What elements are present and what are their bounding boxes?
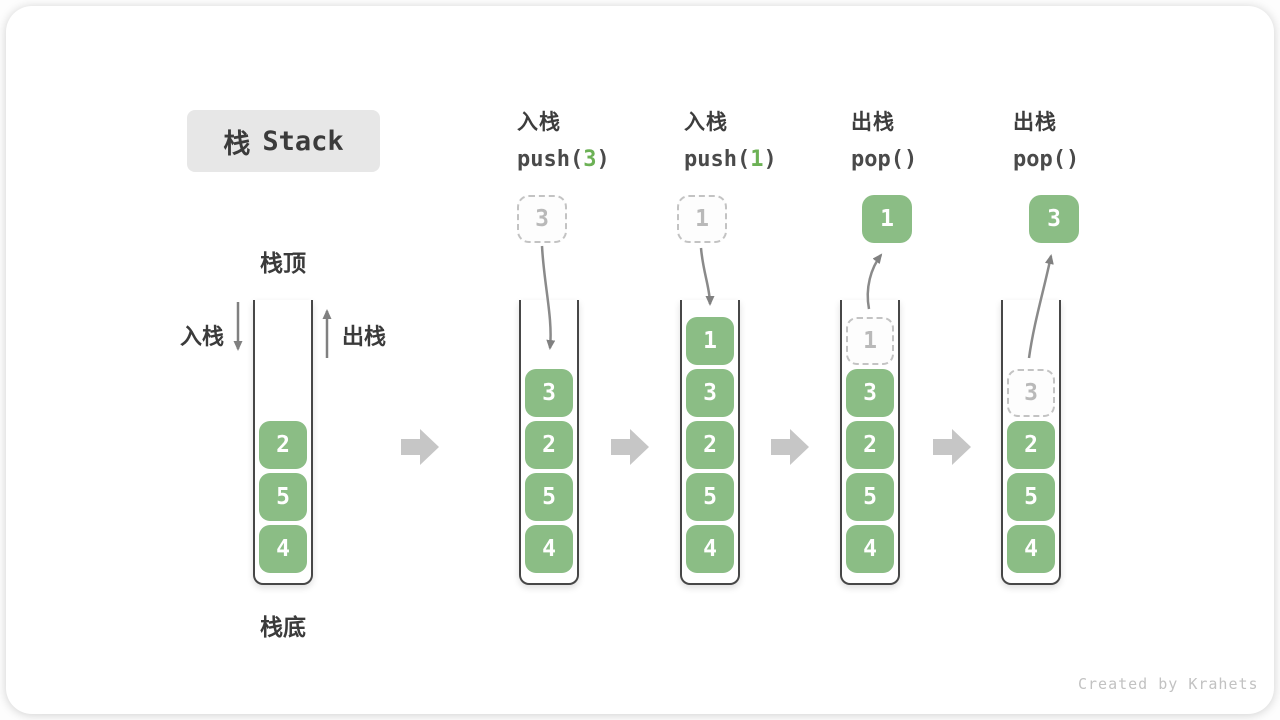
code-text: ) xyxy=(903,147,918,172)
stack-cell: 5 xyxy=(686,473,734,521)
incoming-element-box: 1 xyxy=(677,195,727,243)
operation-code: push(1) xyxy=(684,147,777,172)
stack-cell-ghost: 3 xyxy=(1007,369,1055,417)
code-text: pop( xyxy=(1013,147,1066,172)
pop-side-label: 出栈 xyxy=(342,325,387,350)
stack-container-initial: 2 5 4 xyxy=(253,300,313,585)
operation-name: 入栈 xyxy=(684,110,728,134)
stack-cell: 5 xyxy=(525,473,573,521)
stack-container-after-pop-2: 3 2 5 4 xyxy=(1001,300,1061,585)
stack-bottom-label: 栈底 xyxy=(260,615,306,641)
title-zh: 栈 xyxy=(223,128,251,160)
stack-container-after-push-1: 1 3 2 5 4 xyxy=(680,300,740,585)
stack-cell: 5 xyxy=(1007,473,1055,521)
stack-cell: 5 xyxy=(259,473,307,521)
code-arg: 1 xyxy=(750,147,764,172)
operation-name: 出栈 xyxy=(1013,110,1057,134)
operation-label-push-1: 入栈 push(1) xyxy=(684,106,777,172)
diagram-title: 栈 Stack xyxy=(187,110,380,172)
incoming-element-box: 3 xyxy=(517,195,567,243)
operation-name: 出栈 xyxy=(851,110,895,134)
push-side-label: 入栈 xyxy=(180,325,225,350)
code-text: ) xyxy=(1065,147,1080,172)
code-text: push( xyxy=(517,147,584,172)
stack-container-after-pop-1: 1 3 2 5 4 xyxy=(840,300,900,585)
operation-label-push-3: 入栈 push(3) xyxy=(517,106,610,172)
operation-code: push(3) xyxy=(517,147,610,172)
watermark-credit: Created by Krahets xyxy=(1078,675,1259,693)
code-text: push( xyxy=(684,147,751,172)
operation-code: pop() xyxy=(851,147,917,172)
stack-cell: 2 xyxy=(686,421,734,469)
stack-cell: 4 xyxy=(259,525,307,573)
stack-cell: 2 xyxy=(259,421,307,469)
popped-element-box: 1 xyxy=(862,195,912,243)
operation-name: 入栈 xyxy=(517,110,561,134)
stack-cell: 4 xyxy=(846,525,894,573)
stack-cell: 1 xyxy=(686,317,734,365)
code-text: pop( xyxy=(851,147,904,172)
stack-cell: 3 xyxy=(686,369,734,417)
stack-cell: 4 xyxy=(525,525,573,573)
stack-cell-ghost: 1 xyxy=(846,317,894,365)
operation-label-pop-2: 出栈 pop() xyxy=(1013,106,1079,172)
stack-cell: 4 xyxy=(1007,525,1055,573)
code-arg: 3 xyxy=(583,147,597,172)
stack-cell: 2 xyxy=(525,421,573,469)
popped-element-box: 3 xyxy=(1029,195,1079,243)
stack-cell: 3 xyxy=(525,369,573,417)
operation-label-pop-1: 出栈 pop() xyxy=(851,106,917,172)
title-en: Stack xyxy=(262,125,344,157)
stack-cell: 4 xyxy=(686,525,734,573)
stack-cell: 2 xyxy=(1007,421,1055,469)
code-text: ) xyxy=(763,147,777,172)
stack-cell: 3 xyxy=(846,369,894,417)
stack-top-label: 栈顶 xyxy=(260,251,306,277)
code-text: ) xyxy=(596,147,610,172)
stack-cell: 2 xyxy=(846,421,894,469)
stack-cell: 5 xyxy=(846,473,894,521)
stack-container-after-push-3: 3 2 5 4 xyxy=(519,300,579,585)
operation-code: pop() xyxy=(1013,147,1079,172)
